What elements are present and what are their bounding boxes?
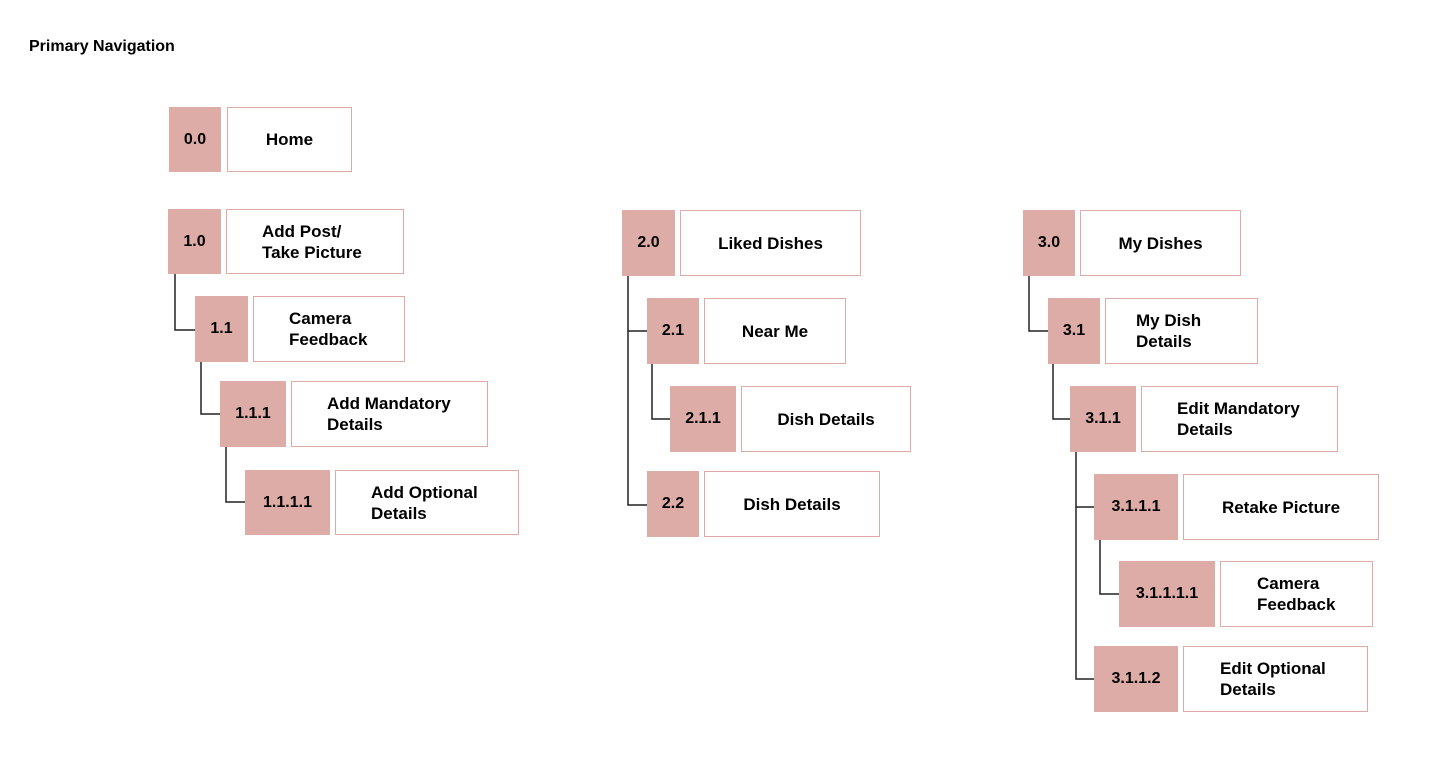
node-label-my-dishes: My Dishes <box>1080 210 1241 276</box>
node-number-1-1: 1.1 <box>195 296 248 362</box>
node-number-2-1: 2.1 <box>647 298 699 364</box>
node-label-edit-mandatory-details: Edit Mandatory Details <box>1141 386 1338 452</box>
page-title: Primary Navigation <box>29 38 175 55</box>
node-label-camera-feedback: Camera Feedback <box>253 296 405 362</box>
node-label-dish-details: Dish Details <box>741 386 911 452</box>
node-label-liked-dishes: Liked Dishes <box>680 210 861 276</box>
node-number-1-1-1: 1.1.1 <box>220 381 286 447</box>
node-number-3-1: 3.1 <box>1048 298 1100 364</box>
node-number-3-1-1-1-1: 3.1.1.1.1 <box>1119 561 1215 627</box>
node-label-add-optional-details: Add Optional Details <box>335 470 519 535</box>
node-label-add-post: Add Post/ Take Picture <box>226 209 404 274</box>
node-label-add-mandatory-details: Add Mandatory Details <box>291 381 488 447</box>
node-number-3-1-1-2: 3.1.1.2 <box>1094 646 1178 712</box>
node-label-retake-picture: Retake Picture <box>1183 474 1379 540</box>
node-number-1-0: 1.0 <box>168 209 221 274</box>
node-number-1-1-1-1: 1.1.1.1 <box>245 470 330 535</box>
node-number-3-0: 3.0 <box>1023 210 1075 276</box>
node-number-2-1-1: 2.1.1 <box>670 386 736 452</box>
node-number-3-1-1: 3.1.1 <box>1070 386 1136 452</box>
node-number-3-1-1-1: 3.1.1.1 <box>1094 474 1178 540</box>
node-label-my-dish-details: My Dish Details <box>1105 298 1258 364</box>
node-label-home: Home <box>227 107 352 172</box>
node-label-dish-details: Dish Details <box>704 471 880 537</box>
node-number-0-0: 0.0 <box>169 107 221 172</box>
node-number-2-0: 2.0 <box>622 210 675 276</box>
node-label-near-me: Near Me <box>704 298 846 364</box>
node-number-2-2: 2.2 <box>647 471 699 537</box>
node-label-edit-optional-details: Edit Optional Details <box>1183 646 1368 712</box>
node-label-camera-feedback: Camera Feedback <box>1220 561 1373 627</box>
